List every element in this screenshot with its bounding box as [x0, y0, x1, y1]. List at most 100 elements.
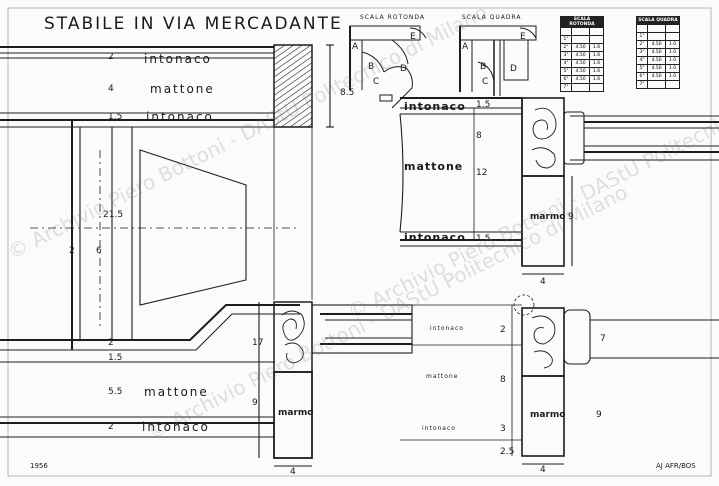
legend-rotonda-row: 1° [559, 35, 604, 44]
right-dim-15b: 1.5 [476, 234, 491, 244]
legend-rotonda-cell: 6° [559, 75, 573, 84]
bottom-wall-1 [0, 304, 300, 341]
bottom-dim-4: 4 [540, 465, 546, 475]
left-dim-17: 17 [252, 338, 264, 348]
legend-quadra-cell: 4.50 [647, 72, 667, 81]
rotonda-letter-b: B [368, 62, 375, 72]
legend-quadra-cell: 1.0 [665, 48, 680, 57]
left-dim-215: 21.5 [103, 210, 124, 220]
quadra-letter-b: B [480, 62, 487, 72]
rotonda-letter-a: A [352, 42, 359, 52]
wood-frame-bottom-left [273, 301, 313, 373]
drawing-year: 1956 [30, 462, 48, 470]
top-layer-mattone: mattone [150, 82, 215, 96]
rotonda-letter-e: E [410, 32, 416, 42]
legend-quadra-cell: 1.0 [665, 56, 680, 65]
legend-quadra-cell: 1.0 [665, 40, 680, 49]
bottom-layer-intonaco-2: intonaco [422, 425, 456, 432]
legend-quadra-row: 1° [635, 32, 680, 41]
legend-quadra-cell: 3° [635, 48, 649, 57]
legend-rotonda-cell [571, 83, 591, 92]
rotonda-label: SCALA ROTONDA [360, 14, 425, 21]
sheet-frame [7, 7, 712, 477]
legend-quadra-cell: 4.50 [647, 40, 667, 49]
legend-quadra-cell: 5° [635, 64, 649, 73]
legend-rotonda-row: 7° [559, 83, 604, 92]
legend-quadra-cell [665, 24, 680, 33]
legend-rotonda-cell [559, 27, 573, 36]
left-material-marmo: marmo [278, 408, 314, 418]
right-material-marmo: marmo [530, 212, 566, 222]
rotonda-letter-d: D [400, 64, 407, 74]
legend-rotonda-cell [589, 35, 604, 44]
bottom-dim-2: 2 [500, 325, 506, 335]
right-layer-intonaco-2: intonaco [404, 231, 466, 244]
quadra-letter-c: C [482, 77, 489, 87]
legend-rotonda-cell [571, 35, 591, 44]
legend-rotonda-cell: 1.6 [589, 75, 604, 84]
legend-quadra-cell: 4.50 [647, 48, 667, 57]
legend-rotonda-row [559, 27, 604, 36]
right-dim-9: 9 [568, 212, 574, 222]
left-dim-2c: 2 [108, 422, 114, 432]
legend-rotonda-cell: 4.50 [571, 51, 591, 60]
legend-rotonda-cell: 1° [559, 35, 573, 44]
right-dim-12: 12 [476, 168, 488, 178]
legend-quadra-cell [635, 24, 649, 33]
quadra-letter-e: E [520, 32, 526, 42]
legend-quadra-cell: 1.0 [665, 64, 680, 73]
legend-quadra-cell: 1° [635, 32, 649, 41]
marmo-block-right [521, 175, 565, 267]
marmo-block-bottom-right [521, 375, 565, 457]
bottom-layer-mattone: mattone [426, 373, 459, 380]
right-dim-8: 8 [476, 131, 482, 141]
legend-quadra-cell: 4.50 [647, 64, 667, 73]
quadra-label: SCALA QUADRA [462, 14, 522, 21]
legend-quadra-row [635, 24, 680, 33]
bottom-layer-intonaco-1: intonaco [430, 325, 464, 332]
legend-rotonda-cell: 4° [559, 59, 573, 68]
legend-quadra-header: SCALA QUADRA [636, 16, 680, 25]
legend-quadra-row: 7° [635, 80, 680, 89]
top-dim-85: 8.5 [340, 88, 355, 98]
legend-rotonda-cell: 1.6 [589, 43, 604, 52]
legend-quadra-cell: 2° [635, 40, 649, 49]
bottom-material-marmo: marmo [530, 410, 566, 420]
wood-frame-right [521, 97, 565, 177]
legend-quadra-cell [665, 32, 680, 41]
scala-quadra-plan [459, 25, 537, 96]
bottom-dim-7: 7 [600, 334, 606, 344]
legend-rotonda-header: SCALA ROTONDA [560, 16, 604, 28]
left-layer-intonaco: intonaco [142, 420, 210, 434]
taper-element [139, 149, 247, 306]
legend-rotonda-cell [589, 27, 604, 36]
legend-rotonda-cell: 3° [559, 51, 573, 60]
legend-rotonda-cell: 1.6 [589, 67, 604, 76]
left-dim-9: 9 [252, 398, 258, 408]
left-dim-2b: 2 [108, 338, 114, 348]
legend-rotonda-cell: 4.50 [571, 67, 591, 76]
legend-quadra-cell: 6° [635, 72, 649, 81]
left-dim-15: 1.5 [108, 353, 123, 363]
right-dim-4: 4 [540, 277, 546, 287]
legend-rotonda-cell: 2° [559, 43, 573, 52]
right-layer-mattone: mattone [404, 160, 464, 173]
legend-quadra-cell [647, 80, 667, 89]
legend-quadra-cell: 7° [635, 80, 649, 89]
top-dim-15: 1.5 [108, 112, 123, 122]
wood-frame-bottom-right [521, 307, 565, 377]
rotonda-letter-c: C [373, 77, 380, 87]
legend-rotonda-cell: 4.50 [571, 59, 591, 68]
